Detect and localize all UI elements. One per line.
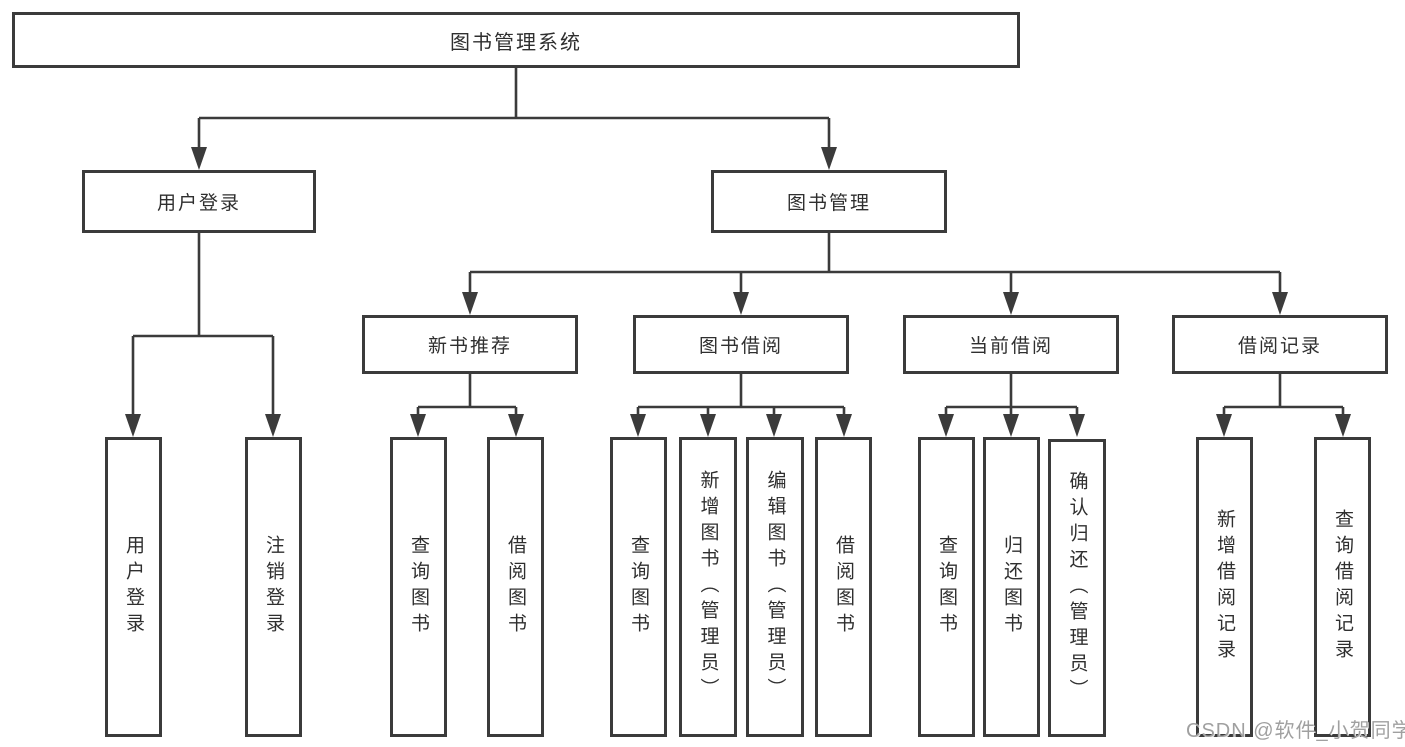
node-label: 新书推荐 <box>427 336 512 357</box>
leaf-return-books: 归还图书 <box>983 437 1040 737</box>
node-label: 查询图书 <box>408 535 429 639</box>
node-book-borrowing: 图书借阅 <box>633 315 849 374</box>
node-label: 用户登录 <box>156 193 241 214</box>
leaf-user-login: 用户登录 <box>105 437 162 737</box>
leaf-add-books-admin: 新增图书（管理员） <box>679 437 737 737</box>
node-label: 图书管理系统 <box>450 31 582 54</box>
node-label: 编辑图书（管理员） <box>764 470 786 704</box>
node-label: 用户登录 <box>123 535 144 639</box>
node-user-login-group: 用户登录 <box>82 170 316 233</box>
node-current-borrowing: 当前借阅 <box>903 315 1119 374</box>
leaf-confirm-return-admin: 确认归还（管理员） <box>1048 439 1106 737</box>
leaf-query-books-recommend: 查询图书 <box>390 437 447 737</box>
node-label: 查询图书 <box>936 535 957 639</box>
leaf-edit-books-admin: 编辑图书（管理员） <box>746 437 804 737</box>
node-new-book-recommendation: 新书推荐 <box>362 315 578 374</box>
node-book-management: 图书管理 <box>711 170 947 233</box>
node-borrowing-records: 借阅记录 <box>1172 315 1388 374</box>
leaf-query-books-borrow: 查询图书 <box>610 437 667 737</box>
csdn-watermark: CSDN @软件_小贺同学 <box>1186 720 1405 742</box>
leaf-logout: 注销登录 <box>245 437 302 737</box>
node-label: 查询借阅记录 <box>1332 509 1353 665</box>
leaf-add-borrow-record: 新增借阅记录 <box>1196 437 1253 737</box>
node-label: 图书借阅 <box>698 336 783 357</box>
node-label: 新增图书（管理员） <box>697 470 719 704</box>
leaf-query-books-current: 查询图书 <box>918 437 975 737</box>
node-label: 新增借阅记录 <box>1214 509 1235 665</box>
node-label: 查询图书 <box>628 535 649 639</box>
node-root-library-management-system: 图书管理系统 <box>12 12 1020 68</box>
leaf-query-borrow-record: 查询借阅记录 <box>1314 437 1371 737</box>
node-label: 图书管理 <box>786 193 871 214</box>
node-label: 注销登录 <box>263 535 284 639</box>
node-label: 当前借阅 <box>968 336 1053 357</box>
node-label: 借阅图书 <box>505 535 526 639</box>
node-label: 归还图书 <box>1001 535 1022 639</box>
leaf-borrow-books: 借阅图书 <box>815 437 872 737</box>
leaf-borrow-books-recommend: 借阅图书 <box>487 437 544 737</box>
node-label: 借阅图书 <box>833 535 854 639</box>
node-label: 确认归还（管理员） <box>1066 471 1088 705</box>
node-label: 借阅记录 <box>1237 336 1322 357</box>
